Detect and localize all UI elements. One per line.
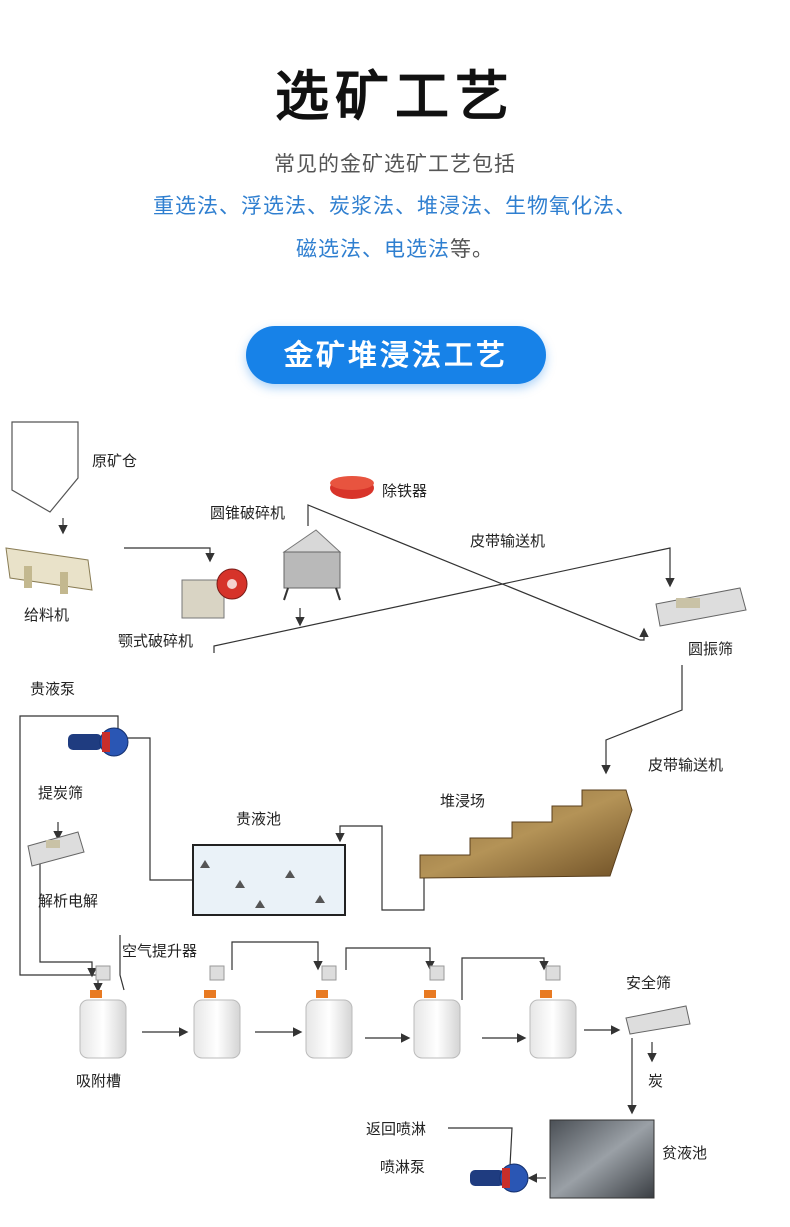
label-desorption: 解析电解 xyxy=(38,892,98,910)
pregnant-pool-icon xyxy=(192,844,346,916)
label-ore-bin: 原矿仓 xyxy=(92,452,137,470)
methods-line-2: 磁选法、电选法等。 xyxy=(0,233,790,263)
label-air-lift: 空气提升器 xyxy=(122,942,197,960)
label-feeder: 给料机 xyxy=(24,606,69,624)
vibrating-screen-icon xyxy=(655,587,747,627)
label-return-spray: 返回喷淋 xyxy=(366,1120,426,1138)
methods-line-1: 重选法、浮选法、炭浆法、堆浸法、生物氧化法、 xyxy=(153,194,637,218)
barren-pool-icon xyxy=(549,1119,655,1199)
label-safety-screen: 安全筛 xyxy=(626,974,671,992)
cone-crusher-icon xyxy=(282,529,342,601)
pregnant-pump-icon xyxy=(68,727,129,757)
label-belt-conveyor-2: 皮带输送机 xyxy=(648,756,723,774)
label-jaw-crusher: 颚式破碎机 xyxy=(118,632,193,650)
label-carbon: 炭 xyxy=(648,1072,663,1090)
ore-bin-icon xyxy=(11,421,79,513)
section-badge: 金矿堆浸法工艺 xyxy=(246,326,546,384)
label-spray-pump: 喷淋泵 xyxy=(380,1158,425,1176)
label-belt-conveyor-1: 皮带输送机 xyxy=(470,532,545,550)
tank-icon xyxy=(413,965,461,1059)
heap-leach-icon xyxy=(419,789,633,879)
jaw-crusher-icon xyxy=(181,568,248,619)
label-pregnant-pump: 贵液泵 xyxy=(30,680,75,698)
tank-icon xyxy=(193,965,241,1059)
label-pregnant-pool: 贵液池 xyxy=(236,810,281,828)
iron-remover-icon xyxy=(330,476,374,499)
spray-pump-icon xyxy=(470,1163,529,1193)
carbon-screen-icon xyxy=(27,831,85,867)
methods-line-2-blue: 磁选法、电选法 xyxy=(296,237,450,261)
tank-icon xyxy=(305,965,353,1059)
feeder-icon xyxy=(5,547,93,594)
tank-icon xyxy=(79,965,127,1059)
label-barren-pool: 贫液池 xyxy=(662,1144,707,1162)
label-iron-remover: 除铁器 xyxy=(382,482,427,500)
label-cone-crusher: 圆锥破碎机 xyxy=(210,504,285,522)
safety-screen-icon xyxy=(625,1005,691,1035)
tank-icon xyxy=(529,965,577,1059)
label-carbon-screen: 提炭筛 xyxy=(38,784,83,802)
label-adsorption-tank: 吸附槽 xyxy=(76,1072,121,1090)
label-vibrating-screen: 圆振筛 xyxy=(688,640,733,658)
intro-text: 常见的金矿选矿工艺包括 xyxy=(274,152,516,176)
page-title: 选矿工艺 xyxy=(275,65,515,128)
methods-line-2-tail: 等。 xyxy=(450,237,494,261)
label-heap-leach-yard: 堆浸场 xyxy=(440,792,485,810)
